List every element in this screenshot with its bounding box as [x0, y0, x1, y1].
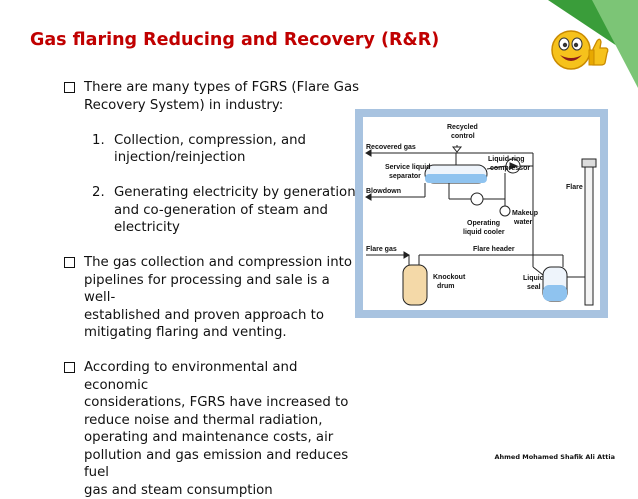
label-liquid-cooler: liquid cooler	[463, 229, 505, 236]
label-drum: drum	[437, 283, 455, 290]
bullet-line: mitigating flaring and venting.	[84, 324, 364, 342]
fgrs-diagram-drawing: Recycled control Recovered gas Service l…	[363, 117, 600, 310]
numbered-item: 1. Collection, compression, and injectio…	[64, 132, 364, 167]
bullet-item: According to environmental and economic …	[64, 359, 364, 499]
bullet-line: established and proven approach to	[84, 307, 364, 325]
label-flare: Flare	[566, 184, 583, 191]
bullet-item: The gas collection and compression into …	[64, 254, 364, 342]
label-makeup: Makeup	[512, 210, 538, 217]
fgrs-diagram: Recycled control Recovered gas Service l…	[355, 109, 608, 318]
label-seal: seal	[527, 284, 541, 291]
label-compressor: compressor	[490, 165, 530, 172]
bullet-line: pipelines for processing and sale is a w…	[84, 272, 364, 307]
label-recycled: Recycled	[447, 124, 478, 131]
label-blowdown: Blowdown	[366, 188, 401, 195]
checkbox-square-icon	[64, 257, 75, 268]
bullet-line: operating and maintenance costs, air	[84, 429, 364, 447]
bullet-list: There are many types of FGRS (Flare Gas …	[64, 79, 364, 499]
item-line: injection/reinjection	[114, 149, 364, 167]
bullet-line: reduce noise and thermal radiation,	[84, 412, 364, 430]
bullet-line: According to environmental and economic	[84, 359, 364, 394]
bullet-line: There are many types of FGRS (Flare Gas	[84, 79, 364, 97]
checkbox-square-icon	[64, 82, 75, 93]
label-recovered-gas: Recovered gas	[366, 144, 416, 151]
numbered-item: 2. Generating electricity by generation …	[64, 184, 364, 237]
label-knockout: Knockout	[433, 274, 466, 281]
label-water: water	[513, 219, 533, 226]
bullet-line: considerations, FGRS have increased to	[84, 394, 364, 412]
bullet-line: Recovery System) in industry:	[84, 97, 364, 115]
checkbox-square-icon	[64, 362, 75, 373]
label-separator: separator	[389, 173, 421, 180]
bullet-item: There are many types of FGRS (Flare Gas …	[64, 79, 364, 114]
item-line: Generating electricity by generation	[114, 184, 364, 202]
label-flare-header: Flare header	[473, 246, 515, 253]
label-liquid-ring: Liquid-ring	[488, 156, 525, 163]
item-line: and co-generation of steam and	[114, 202, 364, 220]
item-line: Collection, compression, and	[114, 132, 364, 150]
bullet-line: gas and steam consumption	[84, 482, 364, 499]
label-liquid: Liquid	[523, 275, 544, 282]
label-flare-gas: Flare gas	[366, 246, 397, 253]
label-operating: Operating	[467, 220, 500, 227]
label-control: control	[451, 133, 475, 140]
item-number: 2.	[92, 184, 105, 202]
bullet-line: pollution and gas emission and reduces f…	[84, 447, 364, 482]
bullet-line: The gas collection and compression into	[84, 254, 364, 272]
thumbs-up-smiley-icon	[549, 27, 609, 75]
label-service-liquid: Service liquid	[385, 164, 431, 171]
author-footer: Ahmed Mohamed Shafik Ali Attia	[494, 453, 615, 461]
item-number: 1.	[92, 132, 105, 150]
slide-title: Gas flaring Reducing and Recovery (R&R)	[30, 30, 439, 50]
item-line: electricity	[114, 219, 364, 237]
